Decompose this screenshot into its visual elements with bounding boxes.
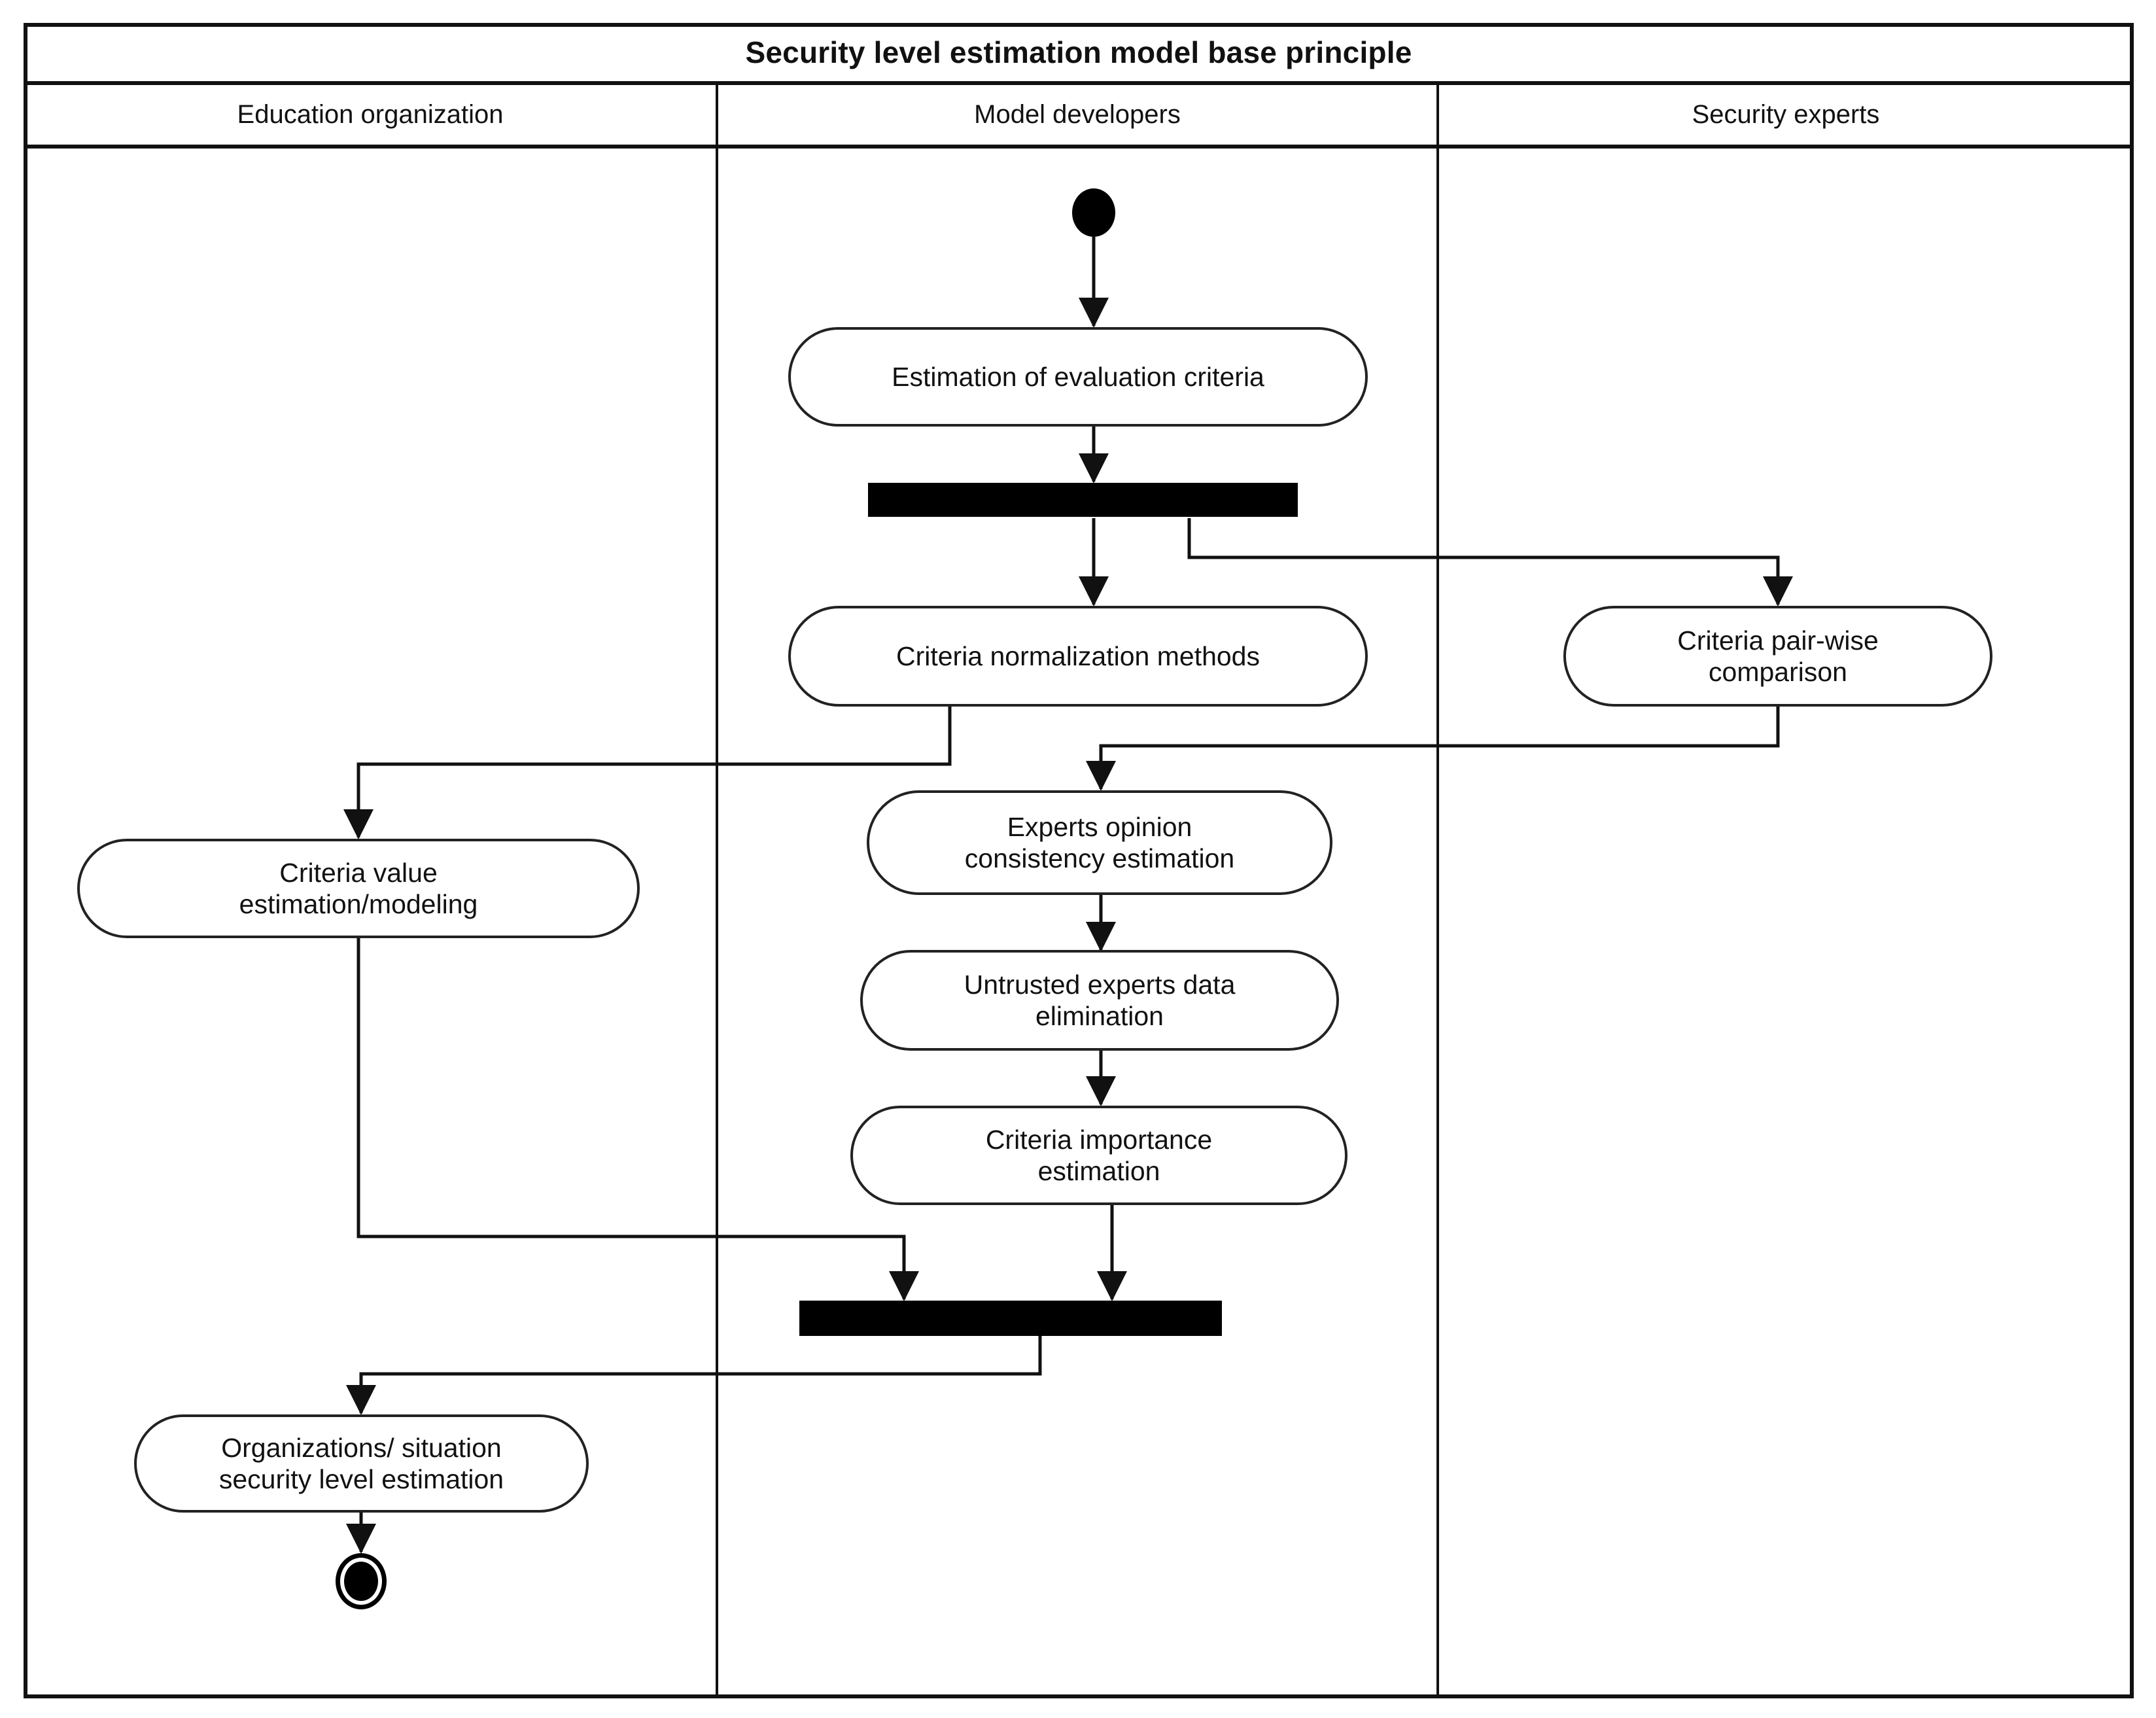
- swimlane-header-education-organization: Education organization: [237, 100, 504, 129]
- activity-label-line-1: Criteria pair-wise: [1677, 625, 1879, 656]
- activity-label: Organizations/ situation security level …: [219, 1432, 504, 1496]
- activity-label-line-2: comparison: [1709, 657, 1847, 687]
- activity-criteria-pair-wise-comparison[interactable]: Criteria pair-wise comparison: [1563, 606, 1992, 707]
- initial-node: [1072, 188, 1115, 237]
- activity-criteria-importance-estimation[interactable]: Criteria importance estimation: [850, 1106, 1348, 1205]
- activity-label-line-1: Experts opinion: [1007, 811, 1192, 842]
- activity-estimation-of-evaluation-criteria[interactable]: Estimation of evaluation criteria: [788, 327, 1368, 427]
- activity-criteria-normalization-methods[interactable]: Criteria normalization methods: [788, 606, 1368, 707]
- activity-label-line-2: consistency estimation: [964, 843, 1235, 873]
- activity-label: Experts opinion consistency estimation: [965, 811, 1234, 875]
- activity-label: Criteria normalization methods: [895, 640, 1260, 671]
- diagram-frame: [24, 23, 2134, 1698]
- activity-label-line-1: Untrusted experts data: [964, 969, 1236, 1000]
- activity-label: Estimation of evaluation criteria: [892, 361, 1264, 392]
- swimlane-divider-2: [1436, 85, 1439, 1698]
- join-bar: [799, 1301, 1222, 1336]
- activity-label: Criteria importance estimation: [986, 1124, 1212, 1187]
- swimlane-header-model-developers: Model developers: [974, 100, 1181, 129]
- page-title: Security level estimation model base pri…: [745, 35, 1412, 69]
- activity-label-line-1: Organizations/ situation: [221, 1432, 502, 1463]
- activity-experts-opinion-consistency-estimation[interactable]: Experts opinion consistency estimation: [867, 790, 1332, 895]
- diagram-title-bar: Security level estimation model base pri…: [24, 23, 2134, 85]
- activity-label-line-1: Criteria value: [279, 857, 438, 888]
- activity-label: Criteria value estimation/modeling: [239, 857, 478, 920]
- final-node: [336, 1553, 387, 1609]
- activity-label: Untrusted experts data elimination: [964, 969, 1236, 1032]
- activity-label-line-2: elimination: [1035, 1001, 1164, 1031]
- swimlane-header-security-experts: Security experts: [1692, 100, 1880, 129]
- activity-label-line-2: security level estimation: [218, 1464, 504, 1494]
- activity-organizations-situation-security-level-estimation[interactable]: Organizations/ situation security level …: [134, 1414, 589, 1513]
- activity-untrusted-experts-data-elimination[interactable]: Untrusted experts data elimination: [860, 950, 1339, 1051]
- activity-label-line-1: Criteria importance: [985, 1124, 1213, 1155]
- activity-label: Criteria pair-wise comparison: [1677, 625, 1879, 688]
- fork-bar: [868, 483, 1298, 517]
- activity-label-line-2: estimation/modeling: [239, 889, 478, 919]
- activity-label-line-2: estimation: [1037, 1156, 1160, 1186]
- activity-criteria-value-estimation-modeling[interactable]: Criteria value estimation/modeling: [77, 839, 640, 938]
- swimlane-header-row: Education organization Model developers …: [24, 85, 2134, 149]
- swimlane-divider-1: [716, 85, 718, 1698]
